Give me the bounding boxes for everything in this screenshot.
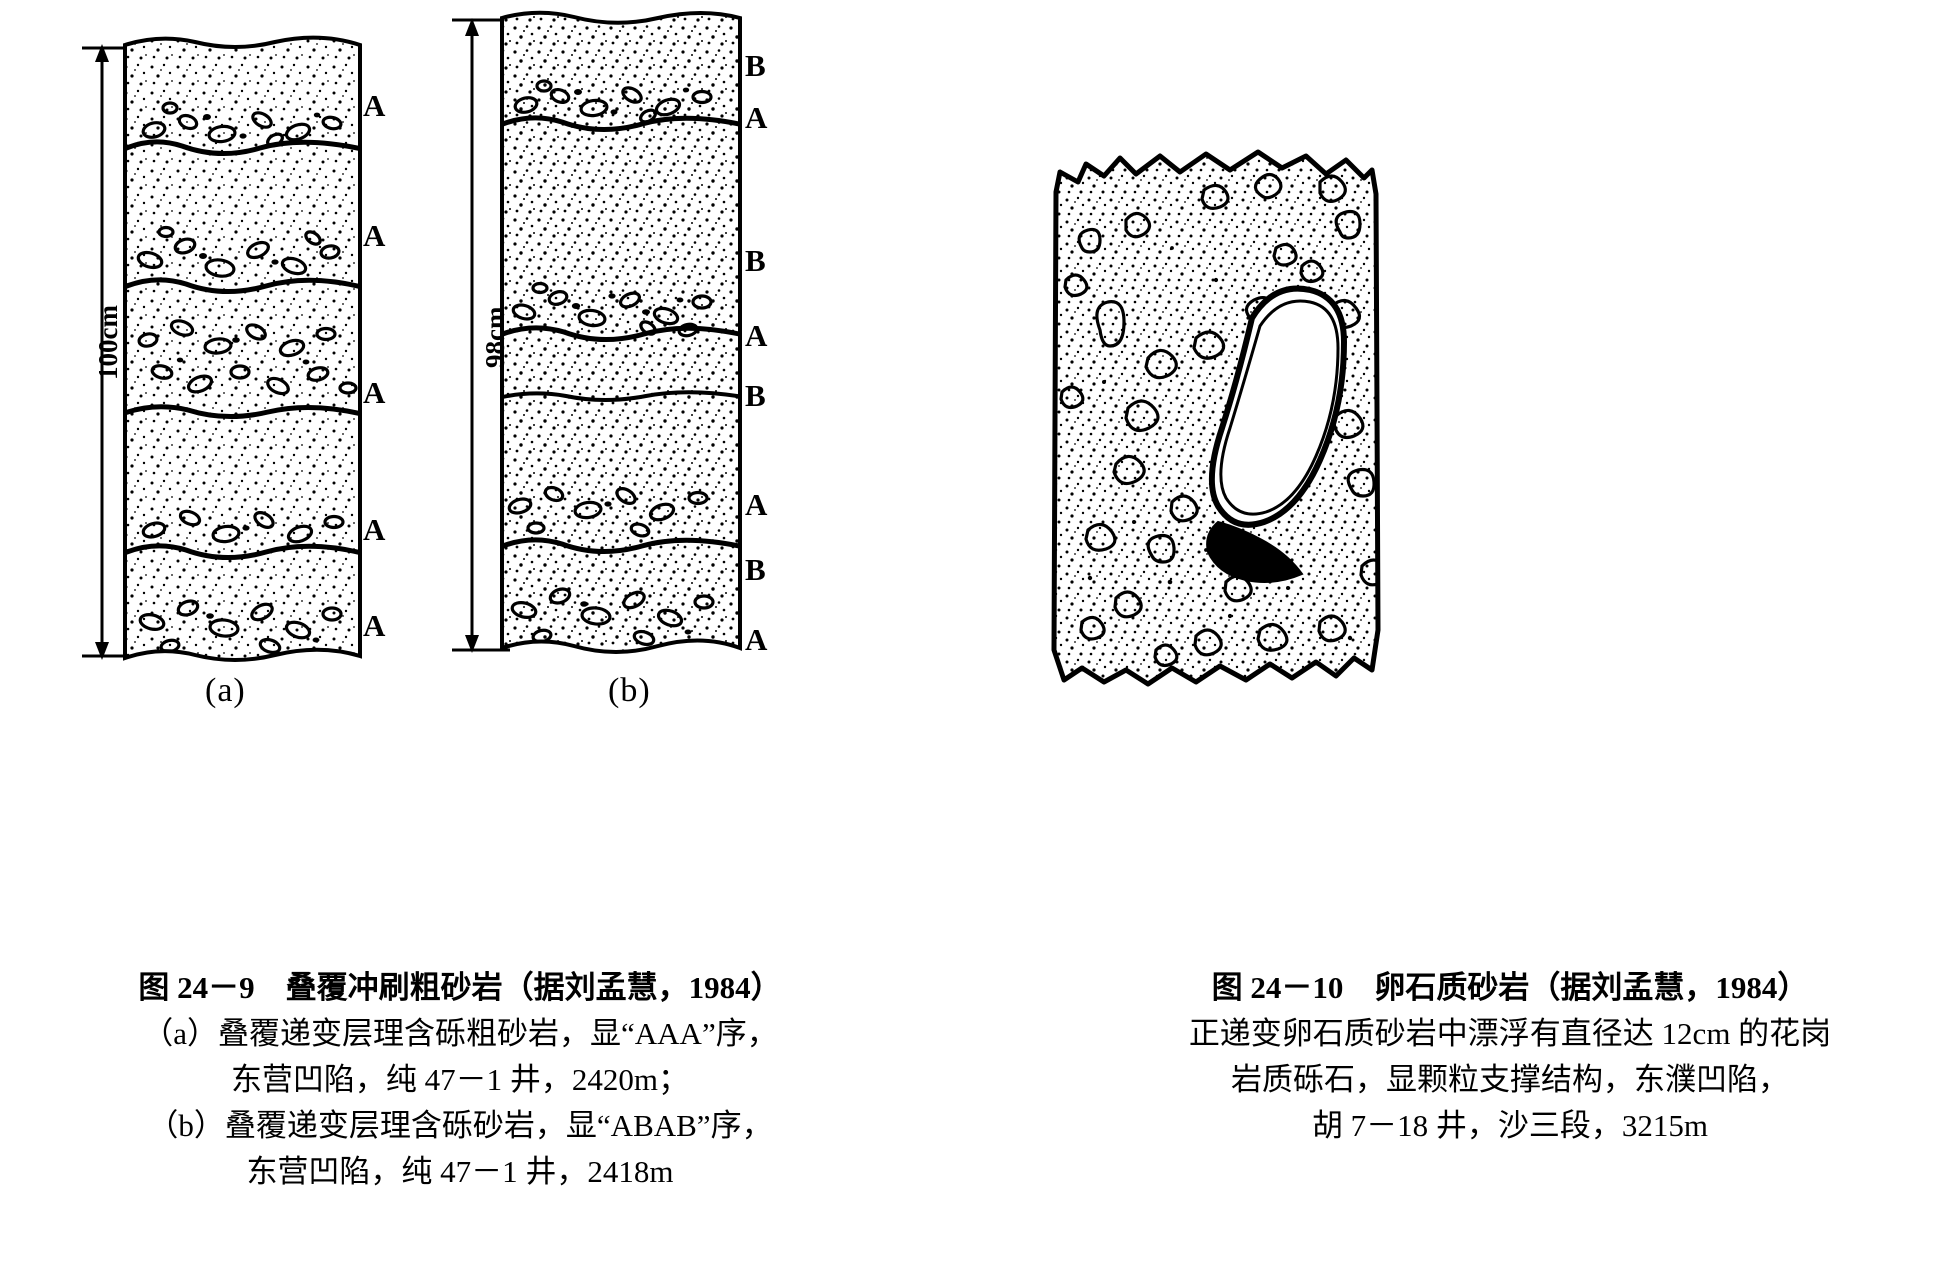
caption-figure-24-9: 图 24－9 叠覆冲刷粗砂岩（据刘孟慧，1984） （a）叠覆递变层理含砾粗砂岩… [40,965,880,1194]
bed-letter-a-2: A [363,218,386,253]
bed-letter-b-4: A [745,318,768,353]
pebble-cluster-b [507,79,715,647]
erosion-surfaces-b [502,115,740,554]
matrix-speckle [1087,246,1353,641]
panel-label-a: (a) [205,672,246,709]
column-a-drawing [82,35,362,662]
panel-label-b: (b) [608,672,651,709]
bed-letter-b-1: B [745,48,766,83]
pebble-cluster-a [136,101,358,655]
lithology-column-b: B A B A B A B A [440,0,790,690]
caption-24-10-line-1: 正递变卵石质砂岩中漂浮有直径达 12cm 的花岗 [1188,1015,1832,1051]
caption-24-10-line-3: 胡 7－18 井，沙三段，3215m [1311,1107,1709,1143]
caption-24-9-line-3: （b）叠覆递变层理含砾砂岩，显“ABAB”序， [147,1107,773,1143]
granules-a [176,112,321,643]
caption-24-9-line-4: 东营凹陷，纯 47－1 井，2418m [246,1153,674,1189]
pebbly-sandstone-specimen [1020,130,1440,710]
caption-24-10-line-2: 岩质砾石，显颗粒支撑结构，东濮凹陷， [1231,1061,1789,1097]
caption-24-9-line-2: 东营凹陷，纯 47－1 井，2420m； [230,1061,690,1097]
bed-letter-b-5: B [745,378,766,413]
bed-letter-a-5: A [363,608,386,643]
scale-bar-a [82,44,132,660]
large-granite-cobble [1208,285,1348,528]
bed-letter-a-1: A [363,88,386,123]
bed-letter-b-8: A [745,622,768,657]
caption-24-9-line-1: （a）叠覆递变层理含砾粗砂岩，显“AAA”序， [142,1015,778,1051]
caption-24-9-title: 图 24－9 叠覆冲刷粗砂岩（据刘孟慧，1984） [138,970,782,1005]
floating-pebbles [1059,172,1378,668]
scale-label-98cm: 98cm [480,306,510,368]
bed-letter-a-3: A [363,375,386,410]
lithology-column-a: A A A A A [70,10,400,690]
caption-figure-24-10: 图 24－10 卵石质砂岩（据刘孟慧，1984） 正递变卵石质砂岩中漂浮有直径达… [1070,965,1950,1149]
bed-letter-b-6: A [745,487,768,522]
bed-letter-b-3: B [745,243,766,278]
bed-letter-b-7: B [745,552,766,587]
bed-letter-a-4: A [363,512,386,547]
caption-24-10-title: 图 24－10 卵石质砂岩（据刘孟慧，1984） [1211,970,1809,1005]
column-b-drawing [452,10,742,654]
granules-b [571,87,692,635]
bed-letter-b-2: A [745,100,768,135]
erosion-surfaces-a [125,139,360,560]
scale-label-100cm: 100cm [93,305,123,380]
specimen-drawing [1051,149,1381,687]
specimen-outline [1051,149,1381,687]
